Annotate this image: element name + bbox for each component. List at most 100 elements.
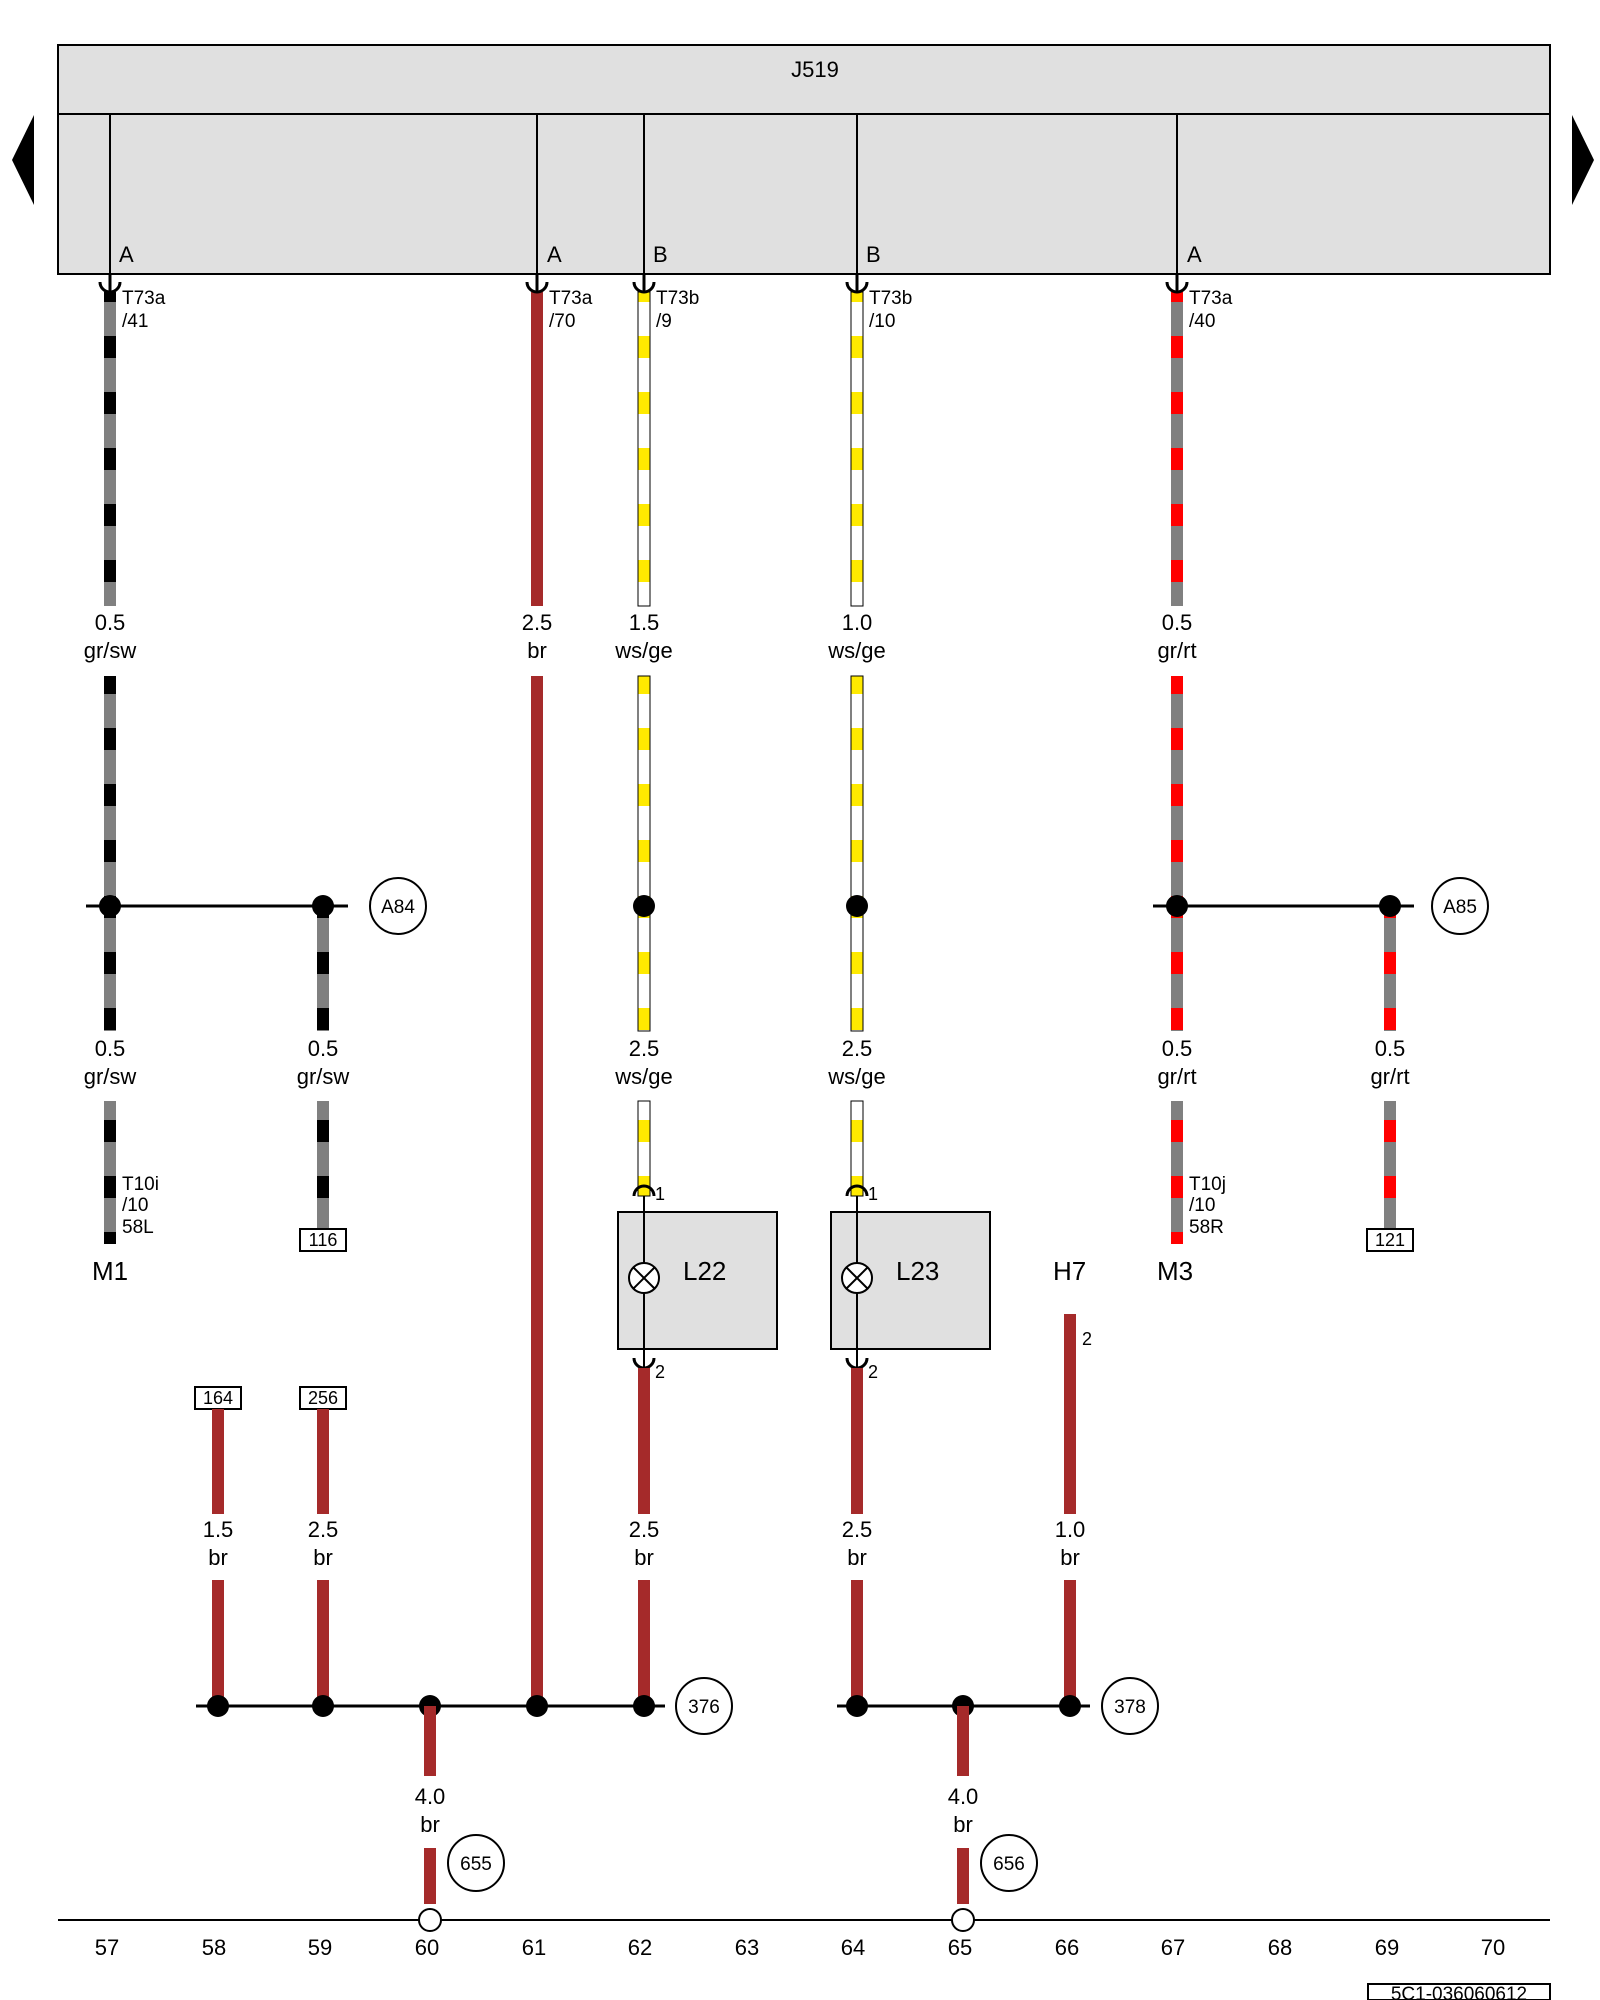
connector-pin-label: T73a: [1189, 288, 1233, 309]
wire-br: [212, 1580, 224, 1706]
wire-color-label: br: [208, 1545, 228, 1570]
wire-br: [957, 1706, 969, 1776]
column-number: 62: [628, 1935, 652, 1960]
connector-pin-label: /10: [869, 311, 895, 332]
junction-dot: [312, 895, 334, 917]
connector-pin-label: /70: [549, 311, 575, 332]
connector-terminal-icon: [98, 274, 1189, 294]
reference-circle-label: A84: [381, 897, 415, 918]
wire-gr-rt: [1384, 1101, 1396, 1231]
junction-dot: [633, 1695, 655, 1717]
wire-br: [638, 1368, 650, 1514]
wire-gr-sw: [104, 292, 116, 606]
ground-terminal-icon: [418, 1908, 442, 1932]
wire-ws-ge: [850, 675, 864, 1032]
wire-size-label: 0.5: [1162, 1036, 1193, 1061]
wire-size-label: 1.5: [203, 1517, 234, 1542]
wire-color-label: br: [1060, 1545, 1080, 1570]
reference-box-label: 121: [1375, 1230, 1405, 1250]
connector-side-label: A: [119, 242, 134, 267]
wire-gr-sw: [317, 906, 329, 1031]
column-number: 64: [841, 1935, 865, 1960]
connector-side-label: B: [653, 242, 668, 267]
document-number-box: [1367, 1983, 1551, 2000]
junction-dot: [633, 895, 655, 917]
column-number: 58: [202, 1935, 226, 1960]
wire-br: [212, 1409, 224, 1514]
junction-dot: [207, 1695, 229, 1717]
wire-size-label: 0.5: [95, 610, 126, 635]
reference-circle: [369, 877, 427, 935]
previous-page-arrow-icon[interactable]: [12, 115, 34, 205]
reference-circle: [675, 1677, 733, 1735]
wire-ws-ge: [850, 1100, 864, 1197]
connector-t10j-label: T10j: [1189, 1174, 1226, 1195]
pin-number: 2: [868, 1362, 878, 1382]
wire-br: [317, 1409, 329, 1514]
junction-dot: [1059, 1695, 1081, 1717]
wire-size-label: 0.5: [1162, 610, 1193, 635]
pin-number: 2: [655, 1362, 665, 1382]
reference-circle: [1101, 1677, 1159, 1735]
reference-box: [299, 1228, 347, 1252]
control-unit-title: J519: [791, 57, 839, 82]
connector-t10j-label: /10: [1189, 1195, 1215, 1216]
motor-m3-label: M3: [1157, 1256, 1193, 1286]
wire-size-label: 1.5: [629, 610, 660, 635]
wire-size-label: 1.0: [1055, 1517, 1086, 1542]
connector-pin-label: /9: [656, 311, 672, 332]
reference-circle-label: 376: [688, 1697, 720, 1718]
wire-ws-ge: [850, 291, 864, 607]
reference-circle-label: 656: [993, 1854, 1025, 1875]
reference-box-label: 116: [309, 1230, 338, 1250]
junction-dot: [99, 895, 121, 917]
wire-color-label: gr/rt: [1370, 1064, 1409, 1089]
column-number: 66: [1055, 1935, 1079, 1960]
wire-br: [851, 1368, 863, 1514]
column-number: 61: [522, 1935, 546, 1960]
wire-gr-rt: [1171, 292, 1183, 606]
connector-t10i-label: /10: [122, 1195, 148, 1216]
wire-br: [317, 1580, 329, 1706]
reference-box-label: 164: [203, 1388, 233, 1408]
wire-size-label: 0.5: [308, 1036, 339, 1061]
wire-br: [957, 1848, 969, 1904]
junction-dot: [1379, 895, 1401, 917]
wire-gr-rt: [1171, 676, 1183, 1031]
wire-size-label: 0.5: [95, 1036, 126, 1061]
column-number: 59: [308, 1935, 332, 1960]
next-page-arrow-icon[interactable]: [1572, 115, 1594, 205]
wire-color-label: br: [634, 1545, 654, 1570]
column-number: 63: [735, 1935, 759, 1960]
wire-color-label: ws/ge: [827, 638, 885, 663]
column-number: 70: [1481, 1935, 1505, 1960]
wire-size-label: 2.5: [629, 1036, 660, 1061]
reference-circle-label: 655: [460, 1854, 492, 1875]
connector-pin-label: /41: [122, 311, 148, 332]
wire-ws-ge: [637, 675, 651, 1032]
wire-color-label: br: [420, 1812, 440, 1837]
wire-gr-sw: [104, 1101, 116, 1244]
wire-gr-rt: [1384, 906, 1396, 1031]
junction-dot: [312, 1695, 334, 1717]
connector-t10j-label: 58R: [1189, 1217, 1224, 1238]
wire-br: [424, 1848, 436, 1904]
connector-side-label: A: [1187, 242, 1202, 267]
column-number: 69: [1375, 1935, 1399, 1960]
reference-circle-label: A85: [1443, 897, 1477, 918]
connector-pin-label: /40: [1189, 311, 1215, 332]
document-number: 5C1-036060612: [1391, 1984, 1527, 2000]
wire-br: [531, 676, 543, 1706]
wire-size-label: 4.0: [415, 1784, 446, 1809]
wire-color-label: ws/ge: [614, 638, 672, 663]
wire-color-label: br: [953, 1812, 973, 1837]
wire-color-label: ws/ge: [614, 1064, 672, 1089]
wire-gr-sw: [317, 1101, 329, 1231]
column-number: 68: [1268, 1935, 1292, 1960]
wire-br: [1064, 1314, 1076, 1514]
reference-box-label: 256: [308, 1388, 338, 1408]
wire-size-label: 2.5: [842, 1036, 873, 1061]
wire-size-label: 2.5: [308, 1517, 339, 1542]
junction-dot: [526, 1695, 548, 1717]
